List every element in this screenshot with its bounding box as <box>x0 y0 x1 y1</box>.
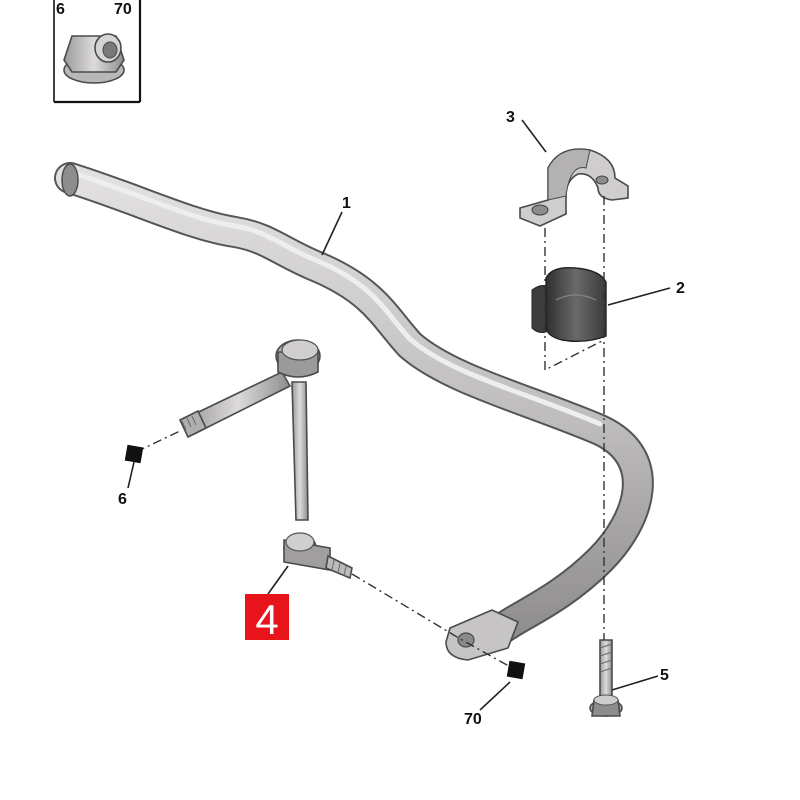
inset-nut-detail: 6 70 <box>53 0 142 104</box>
flange-nut-icon <box>63 33 125 84</box>
mounting-bolt <box>589 639 623 717</box>
drop-link <box>178 339 353 580</box>
bar-clamp <box>519 148 629 227</box>
callout-3: 3 <box>506 109 515 126</box>
callout-4: 4 <box>255 596 278 643</box>
leader-lines <box>127 119 671 711</box>
inset-label-6: 6 <box>56 1 65 18</box>
callout-2: 2 <box>676 280 685 297</box>
assembly-lines <box>135 196 605 671</box>
callout-5: 5 <box>660 667 669 684</box>
upper-nut-line <box>135 429 183 453</box>
clamp-to-bushing-line <box>544 228 605 372</box>
callout-1: 1 <box>342 195 351 212</box>
highlight-box <box>245 594 289 640</box>
nut-marker-70 <box>506 660 526 680</box>
nut-marker-6 <box>124 444 144 464</box>
lower-nut-line <box>351 573 517 671</box>
callout-70: 70 <box>464 711 482 728</box>
inset-label-70: 70 <box>114 1 132 18</box>
callout-6: 6 <box>118 491 127 508</box>
highlight-callout-4[interactable]: 4 <box>245 594 289 643</box>
anti-roll-bar <box>54 162 654 661</box>
rubber-bushing <box>531 267 607 343</box>
